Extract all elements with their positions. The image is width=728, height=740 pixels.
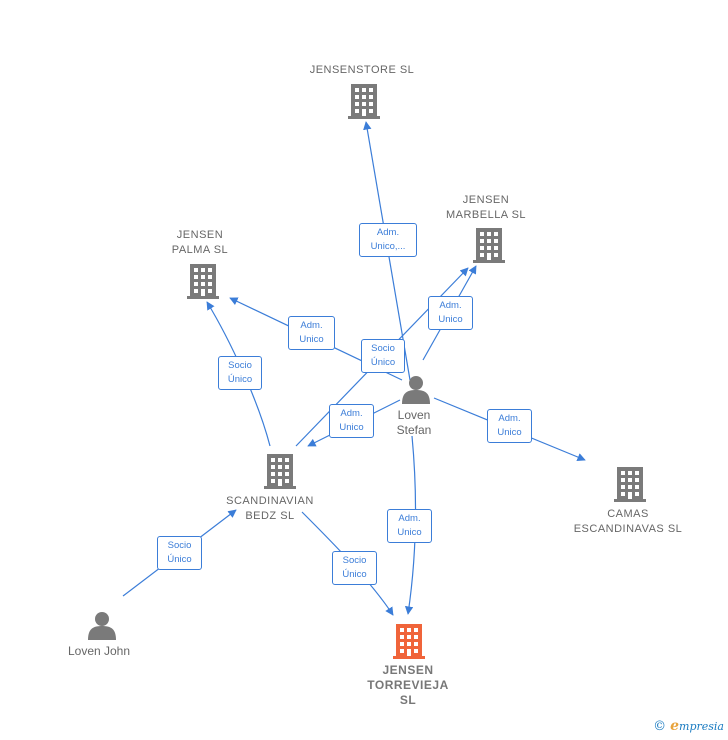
edge-label-stefan-marbella[interactable]: Adm. Unico — [428, 296, 473, 330]
edge-label-scandinavian-torrevieja[interactable]: Socio Único — [332, 551, 377, 585]
building-icon[interactable] — [187, 264, 219, 299]
copyright-icon: © — [653, 719, 667, 734]
node-scandinavian-label[interactable]: SCANDINAVIAN BEDZ SL — [226, 495, 314, 522]
node-loven-john-label[interactable]: Loven John — [67, 644, 131, 658]
building-icon[interactable] — [264, 454, 296, 489]
node-palma-label[interactable]: JENSEN PALMA SL — [171, 229, 229, 256]
edge-label-stefan-camas[interactable]: Adm. Unico — [487, 409, 532, 443]
brand-name: mpresia — [679, 720, 724, 733]
brand-logo-initial: e — [670, 718, 680, 734]
building-icon[interactable] — [473, 228, 505, 263]
person-icon[interactable] — [88, 612, 116, 640]
edge-label-stefan-scandinavian-socio[interactable]: Socio Único — [361, 339, 405, 373]
node-loven-stefan-label[interactable]: Loven Stefan — [396, 408, 432, 437]
node-marbella-label[interactable]: JENSEN MARBELLA SL — [445, 194, 527, 221]
building-icon[interactable] — [614, 467, 646, 502]
edge-label-stefan-jensenstore[interactable]: Adm. Unico,... — [359, 223, 417, 257]
edge-label-stefan-palma[interactable]: Adm. Unico — [288, 316, 335, 350]
node-torrevieja-label[interactable]: JENSEN TORREVIEJA SL — [367, 663, 449, 707]
node-camas-label[interactable]: CAMAS ESCANDINAVAS SL — [573, 508, 683, 535]
person-icon[interactable] — [402, 376, 430, 404]
building-icon[interactable] — [393, 624, 425, 659]
node-jensenstore-label[interactable]: JENSENSTORE SL — [309, 64, 415, 76]
building-icon[interactable] — [348, 84, 380, 119]
footer-brand[interactable]: ©empresia — [653, 718, 724, 734]
edge-label-stefan-scandinavian-adm[interactable]: Adm. Unico — [329, 404, 374, 438]
edge-label-john-scandinavian[interactable]: Socio Único — [157, 536, 202, 570]
edge-label-scandinavian-palma[interactable]: Socio Único — [218, 356, 262, 390]
edge-label-stefan-torrevieja[interactable]: Adm. Unico — [387, 509, 432, 543]
